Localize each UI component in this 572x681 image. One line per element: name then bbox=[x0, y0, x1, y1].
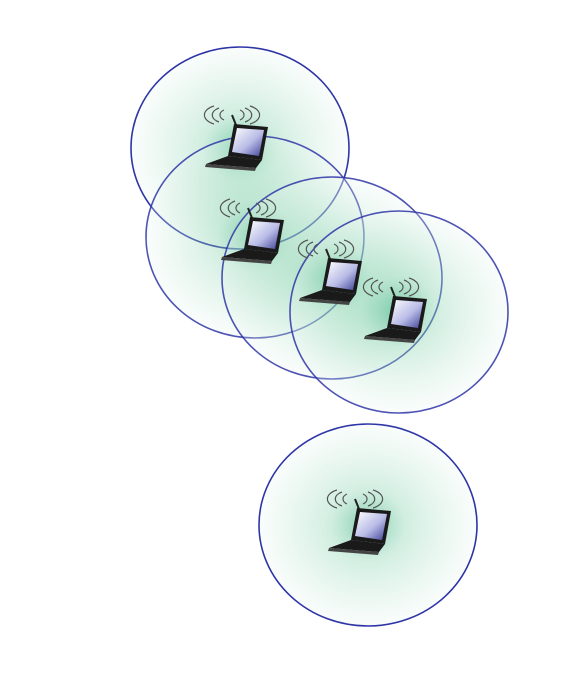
range-circles bbox=[130, 46, 509, 627]
